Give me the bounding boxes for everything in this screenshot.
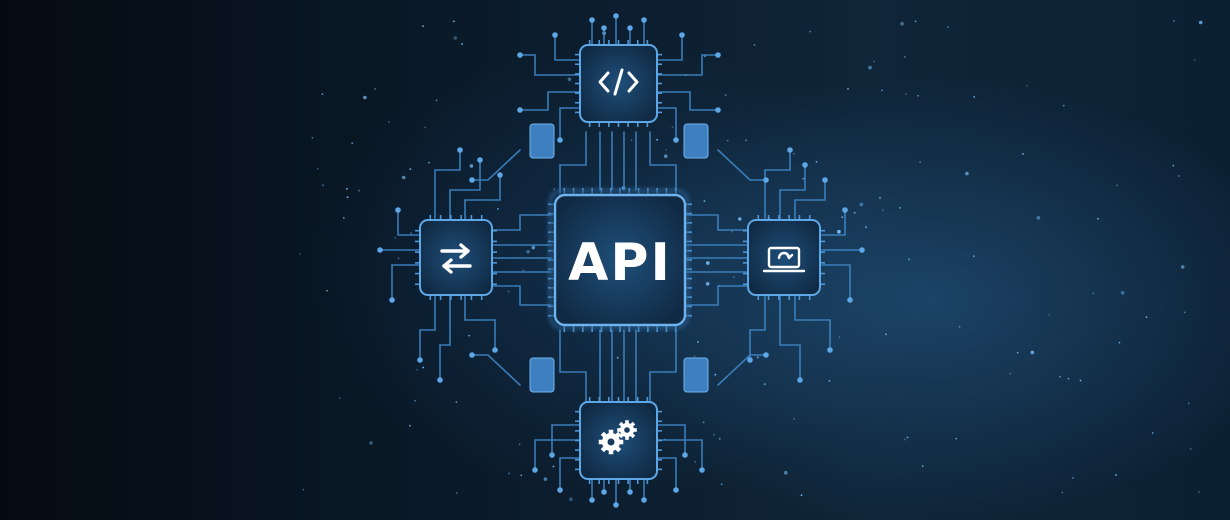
left-chip xyxy=(419,219,493,296)
circuit-pads xyxy=(529,123,709,393)
code-icon xyxy=(598,68,639,96)
bottom-chip xyxy=(579,401,658,480)
right-chip xyxy=(747,219,821,296)
laptop-sync-icon xyxy=(762,246,806,273)
main-api-chip: API xyxy=(549,189,689,329)
gears-icon xyxy=(598,420,637,455)
top-chip xyxy=(579,44,658,123)
circuit-traces xyxy=(379,15,863,506)
transfer-arrows-icon xyxy=(440,243,472,274)
api-label: API xyxy=(568,233,672,293)
trace-endpoints xyxy=(377,13,865,508)
